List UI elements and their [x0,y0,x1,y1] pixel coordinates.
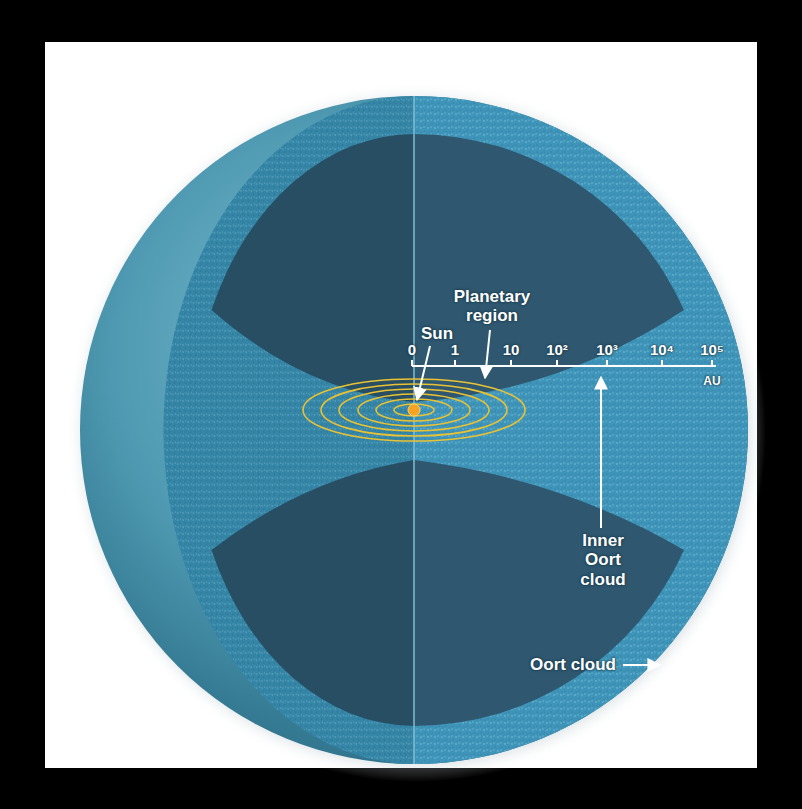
scale-number: 0 [408,342,416,359]
scale-number: 10 [503,342,520,359]
sun-label: Sun [421,324,453,343]
right-cut-face [414,96,748,764]
planetary-orbits [303,379,525,441]
region-label: Inner Oort cloud [571,531,635,588]
leader-arrows [417,330,660,665]
region-label: Planetary region [444,287,540,325]
cut-edge [413,96,415,764]
unit-label: AU [703,375,720,388]
scale-number: 1 [451,342,459,359]
scale-number: 10⁵ [700,342,724,359]
scale-number: 10⁴ [650,342,674,359]
left-cut-face [164,96,415,764]
region-label: Oort cloud [530,655,616,674]
au-scale-axis [412,360,716,366]
scale-number: 10³ [596,342,618,359]
scale-number: 10² [546,342,568,359]
sphere-halo [66,82,766,782]
sphere-exterior [80,96,748,764]
sun-symbol [408,404,420,416]
